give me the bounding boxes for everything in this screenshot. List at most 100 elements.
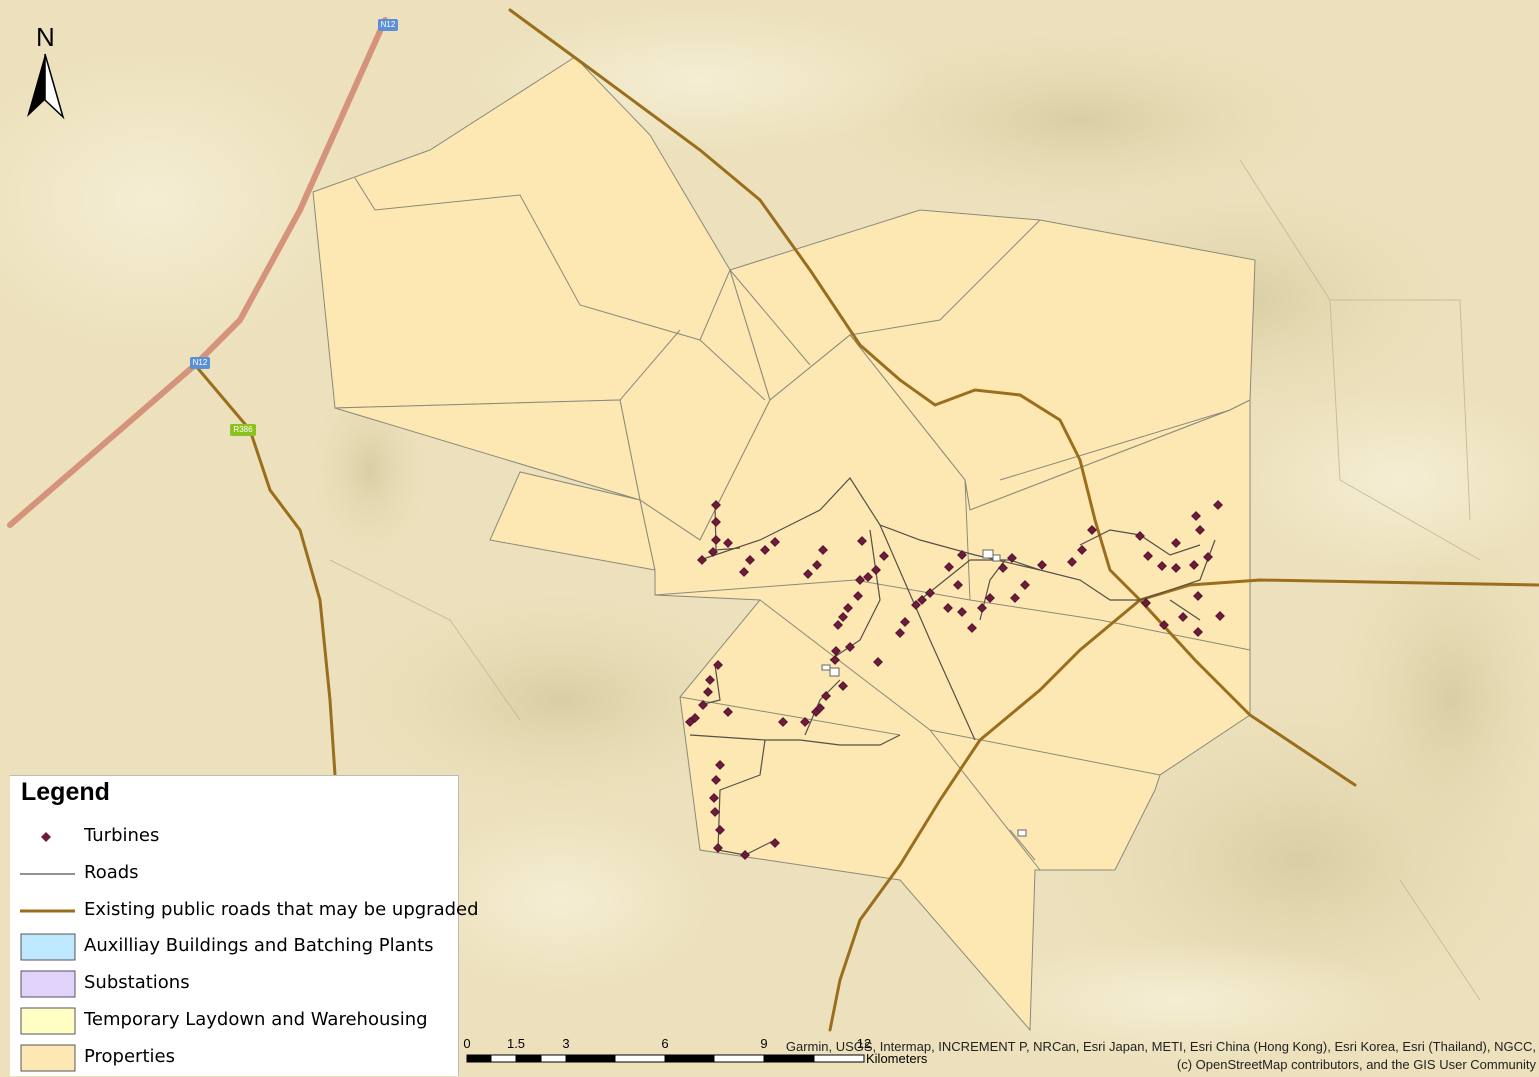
scale-segment [713, 1054, 765, 1063]
turbine-marker[interactable] [957, 607, 967, 617]
turbine-marker[interactable] [1020, 580, 1030, 590]
turbine-marker[interactable] [770, 838, 780, 848]
turbine-marker[interactable] [925, 588, 935, 598]
roads-layer[interactable] [689, 477, 1216, 856]
turbine-marker[interactable] [1157, 561, 1167, 571]
turbine-marker[interactable] [900, 617, 910, 627]
turbine-marker[interactable] [1159, 620, 1169, 630]
turbine-marker[interactable] [709, 793, 719, 803]
turbine-marker[interactable] [977, 603, 987, 613]
turbine-marker[interactable] [1037, 560, 1047, 570]
turbine-marker[interactable] [711, 517, 721, 527]
turbine-marker[interactable] [800, 717, 810, 727]
road-shield-r386: R386 [230, 424, 256, 436]
turbine-marker[interactable] [739, 567, 749, 577]
turbine-marker[interactable] [833, 620, 843, 630]
turbine-marker[interactable] [957, 550, 967, 560]
turbine-marker[interactable] [760, 545, 770, 555]
turbine-marker[interactable] [713, 843, 723, 853]
turbine-marker[interactable] [1087, 525, 1097, 535]
turbine-marker[interactable] [815, 703, 825, 713]
turbine-marker[interactable] [818, 545, 828, 555]
auxiliary-building [982, 549, 994, 559]
turbine-marker[interactable] [1193, 627, 1203, 637]
turbine-marker[interactable] [1189, 560, 1199, 570]
turbine-marker[interactable] [863, 572, 873, 582]
turbine-marker[interactable] [711, 775, 721, 785]
turbines-layer[interactable] [685, 500, 1225, 860]
properties-layer[interactable] [312, 56, 1256, 1032]
turbine-marker[interactable] [1195, 525, 1205, 535]
turbine-marker[interactable] [723, 538, 733, 548]
turbine-marker[interactable] [1077, 545, 1087, 555]
national-road-n12[interactable] [7, 17, 388, 528]
turbine-marker[interactable] [1203, 552, 1213, 562]
turbine-marker[interactable] [879, 551, 889, 561]
turbine-marker[interactable] [1171, 563, 1181, 573]
turbine-marker[interactable] [1191, 511, 1201, 521]
turbine-marker[interactable] [1143, 551, 1153, 561]
turbine-marker[interactable] [705, 675, 715, 685]
turbine-marker[interactable] [703, 687, 713, 697]
turbine-marker[interactable] [745, 555, 755, 565]
turbine-marker[interactable] [812, 560, 822, 570]
turbine-marker[interactable] [708, 547, 718, 557]
turbine-marker[interactable] [803, 569, 813, 579]
turbine-marker[interactable] [1135, 531, 1145, 541]
turbine-marker[interactable] [998, 563, 1008, 573]
turbine-marker[interactable] [917, 595, 927, 605]
turbine-marker[interactable] [831, 646, 841, 656]
turbine-marker[interactable] [715, 760, 725, 770]
turbine-marker[interactable] [895, 628, 905, 638]
turbine-marker[interactable] [1067, 557, 1077, 567]
turbine-marker[interactable] [1193, 591, 1203, 601]
turbine-marker[interactable] [1215, 611, 1225, 621]
turbine-marker[interactable] [740, 850, 750, 860]
turbine-marker[interactable] [943, 603, 953, 613]
turbine-marker[interactable] [911, 600, 921, 610]
legend-symbol [20, 822, 76, 852]
turbine-marker[interactable] [715, 825, 725, 835]
legend-item: Properties [20, 1043, 460, 1073]
turbine-marker[interactable] [710, 807, 720, 817]
turbine-marker[interactable] [1213, 500, 1223, 510]
turbine-marker[interactable] [873, 657, 883, 667]
turbine-marker[interactable] [1141, 598, 1151, 608]
turbine-marker[interactable] [778, 717, 788, 727]
turbine-marker[interactable] [1007, 553, 1017, 563]
auxiliary-buildings[interactable] [821, 549, 1027, 837]
turbine-marker[interactable] [838, 681, 848, 691]
turbine-marker[interactable] [723, 707, 733, 717]
turbine-marker[interactable] [711, 500, 721, 510]
road [879, 524, 976, 741]
turbine-marker[interactable] [853, 591, 863, 601]
turbine-marker[interactable] [838, 612, 848, 622]
turbine-marker[interactable] [713, 660, 723, 670]
turbine-marker[interactable] [855, 575, 865, 585]
turbine-marker[interactable] [821, 691, 831, 701]
turbine-marker[interactable] [953, 580, 963, 590]
turbine-marker[interactable] [1178, 612, 1188, 622]
auxiliary-building [992, 554, 1001, 562]
turbine-marker[interactable] [1010, 593, 1020, 603]
turbine-marker[interactable] [857, 536, 867, 546]
turbine-marker[interactable] [830, 655, 840, 665]
legend-label: Substations [84, 972, 190, 994]
turbine-marker[interactable] [770, 537, 780, 547]
turbine-marker[interactable] [871, 565, 881, 575]
turbine-marker[interactable] [685, 717, 695, 727]
scale-segment [664, 1054, 715, 1063]
turbine-marker[interactable] [944, 562, 954, 572]
turbine-marker[interactable] [845, 642, 855, 652]
scale-segment [614, 1054, 666, 1063]
turbine-marker[interactable] [843, 603, 853, 613]
turbine-marker[interactable] [711, 535, 721, 545]
turbine-marker[interactable] [1171, 538, 1181, 548]
turbine-marker[interactable] [985, 593, 995, 603]
turbine-marker[interactable] [697, 555, 707, 565]
turbine-marker[interactable] [967, 623, 977, 633]
turbine-marker[interactable] [698, 700, 708, 710]
